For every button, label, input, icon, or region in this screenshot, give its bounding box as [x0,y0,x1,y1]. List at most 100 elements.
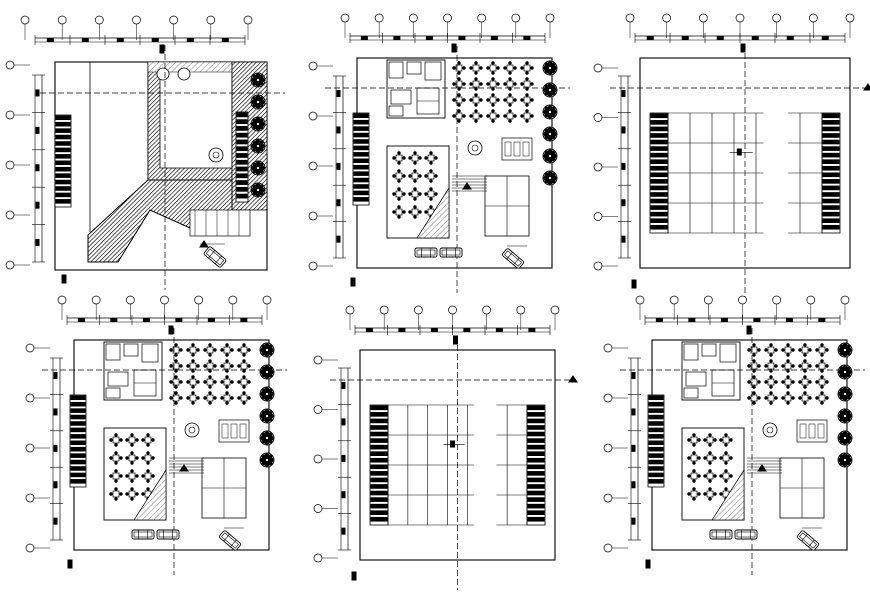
site-roof-plan [5,15,285,290]
tree-icon [542,60,558,76]
dining-table-icon [125,451,139,465]
dining-table-icon [392,187,406,201]
dining-table-icon [764,359,778,373]
car-icon [414,247,438,258]
dining-table-icon [109,487,123,501]
dining-table-icon [141,433,155,447]
dining-table-icon [703,469,717,483]
dining-table-icon [719,433,733,447]
dining-table-icon [520,61,534,75]
tree-icon [259,364,275,380]
tree-icon [837,408,853,424]
dining-table-icon [424,187,438,201]
car-icon [439,247,463,258]
dining-table-icon [203,375,217,389]
dining-table-icon [486,93,500,107]
dining-table-icon [703,433,717,447]
dining-table-icon [220,359,234,373]
tree-icon [250,160,266,176]
ground-floor-plan-b [25,295,287,575]
tree-icon [542,170,558,186]
dining-table-icon [125,487,139,501]
dining-table-icon [109,451,123,465]
dining-table-icon [186,359,200,373]
dining-table-icon [815,343,829,357]
car-icon [156,529,180,540]
dining-table-icon [109,469,123,483]
dining-table-icon [815,375,829,389]
car-icon [203,246,227,268]
tree-icon [837,430,853,446]
tree-icon [837,386,853,402]
dining-table-icon [452,77,466,91]
tree-icon [259,452,275,468]
dining-table-icon [392,151,406,165]
structural-grid-plan-a [593,13,870,298]
tree-icon [259,342,275,358]
dining-table-icon [141,469,155,483]
dining-table-icon [392,169,406,183]
dining-table-icon [798,375,812,389]
dining-table-icon [781,391,795,405]
dining-table-icon [469,61,483,75]
tree-icon [250,116,266,132]
dining-table-icon [798,343,812,357]
tree-icon [542,126,558,142]
dining-table-icon [703,487,717,501]
dining-table-icon [503,93,517,107]
dining-table-icon [408,151,422,165]
dining-table-icon [503,61,517,75]
dining-table-icon [220,375,234,389]
dining-table-icon [687,433,701,447]
dining-table-icon [764,375,778,389]
dining-table-icon [798,391,812,405]
dining-table-icon [747,391,761,405]
dining-table-icon [687,469,701,483]
ground-floor-plan-a [308,13,570,293]
car-icon [709,529,733,540]
dining-table-icon [503,77,517,91]
dining-table-icon [764,343,778,357]
dining-table-icon [781,343,795,357]
dining-table-icon [503,109,517,123]
dining-table-icon [125,433,139,447]
dining-table-icon [408,169,422,183]
tree-icon [259,408,275,424]
dining-table-icon [237,343,251,357]
car-icon [131,529,155,540]
dining-table-icon [703,451,717,465]
dining-table-icon [747,343,761,357]
tree-icon [837,342,853,358]
tree-icon [259,386,275,402]
tree-icon [250,72,266,88]
dining-table-icon [452,109,466,123]
tree-icon [837,452,853,468]
tree-icon [250,182,266,198]
dining-table-icon [220,343,234,357]
dining-table-icon [520,93,534,107]
dining-table-icon [392,205,406,219]
dining-table-icon [424,151,438,165]
dining-table-icon [747,359,761,373]
ground-floor-plan-c [603,295,865,575]
dining-table-icon [220,391,234,405]
dining-table-icon [169,391,183,405]
dining-table-icon [469,93,483,107]
tree-icon [542,148,558,164]
dining-table-icon [424,169,438,183]
tree-icon [250,138,266,154]
structural-grid-plan-b [313,305,578,590]
dining-table-icon [169,375,183,389]
dining-table-icon [815,391,829,405]
dining-table-icon [520,109,534,123]
dining-table-icon [203,391,217,405]
dining-table-icon [469,77,483,91]
dining-table-icon [747,375,761,389]
dining-table-icon [815,359,829,373]
tree-icon [542,82,558,98]
tree-icon [259,430,275,446]
dining-table-icon [764,391,778,405]
dining-table-icon [781,375,795,389]
dining-table-icon [186,343,200,357]
